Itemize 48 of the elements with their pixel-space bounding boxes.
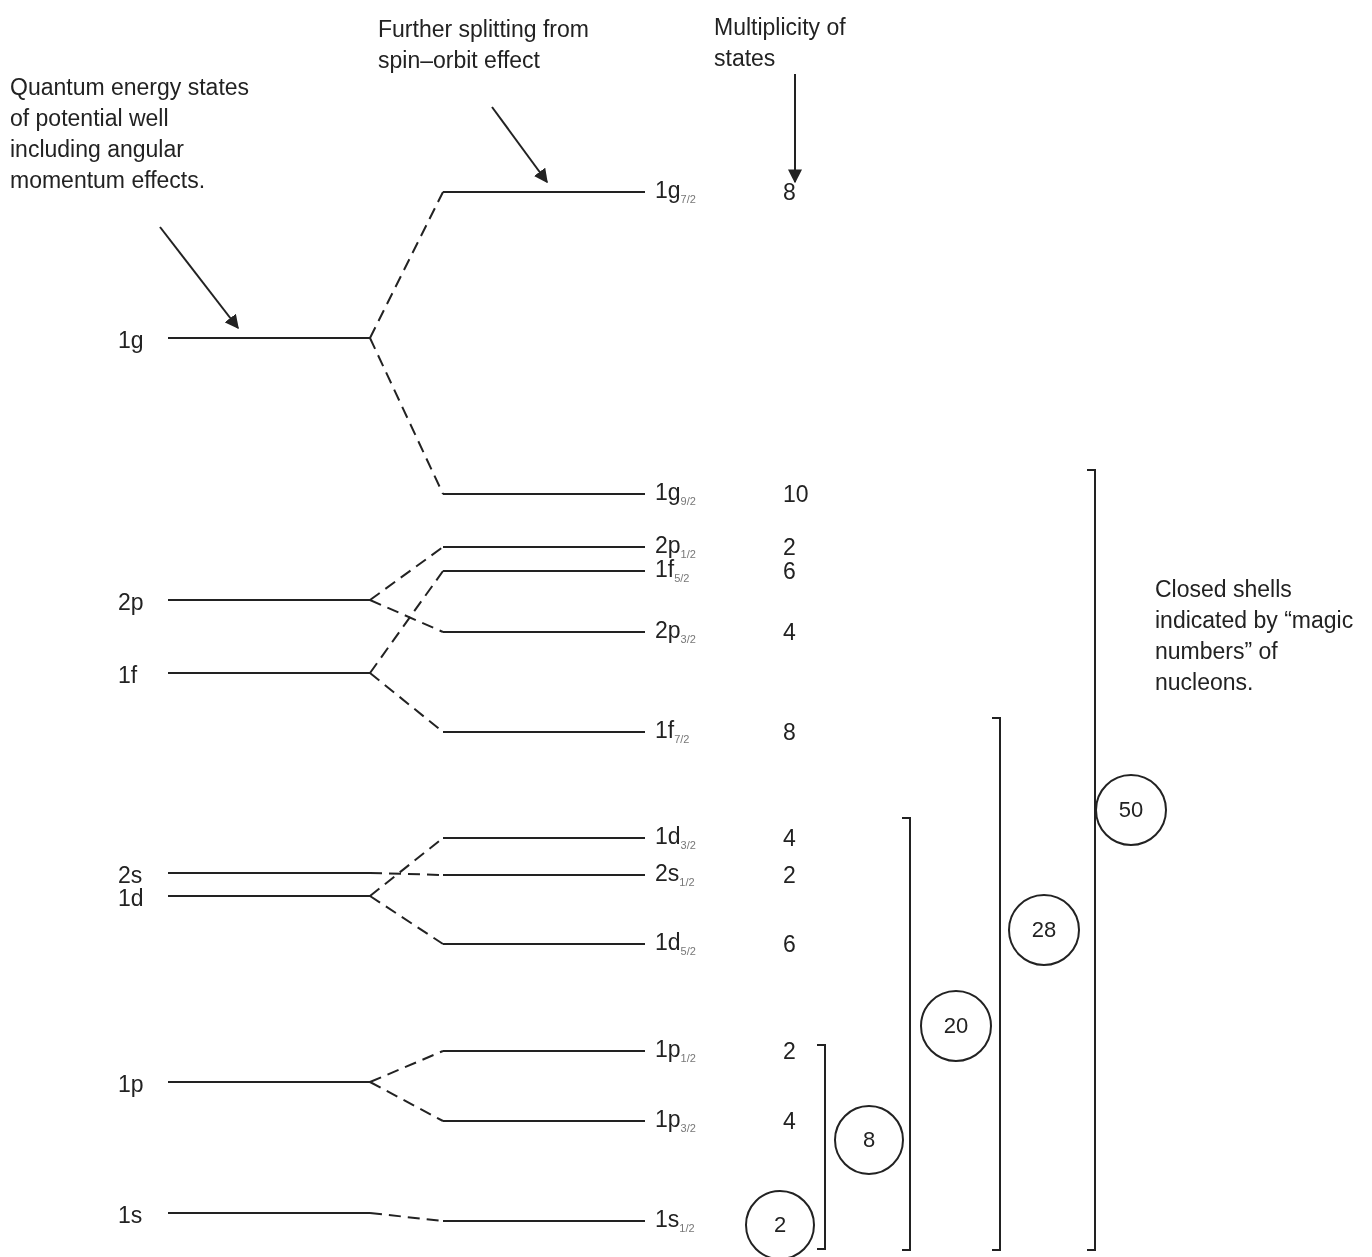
circled-number: 50 (1095, 774, 1167, 846)
level-label: 1p$_{1/2}$ (655, 1036, 696, 1067)
multiplicity-value: 4 (783, 1109, 796, 1133)
dashed-connector (369, 546, 444, 601)
level-label: 1s (118, 1202, 143, 1227)
multiplicity-value: 6 (783, 932, 796, 956)
level-label: 1f$_{7/2}$ (655, 717, 690, 748)
level-label: 1d$_{5/2}$ (655, 929, 696, 960)
level-label: 1g$_{7/2}$ (655, 177, 696, 208)
dashed-connector (369, 1081, 444, 1122)
circled-number: 28 (1008, 894, 1080, 966)
annotation-text: Multiplicity of states (714, 12, 864, 74)
level-label: 1p$_{3/2}$ (655, 1106, 696, 1137)
dashed-connector (369, 191, 444, 339)
multiplicity-value: 4 (783, 826, 796, 850)
level-label: 2p (118, 589, 144, 614)
level-label: 2s$_{1/2}$ (655, 860, 695, 891)
level-label: 1s$_{1/2}$ (655, 1206, 695, 1237)
multiplicity-value: 8 (783, 180, 796, 204)
dashed-connector (369, 570, 444, 674)
annotation-text: Further splitting from spin–orbit effect (378, 14, 593, 107)
level-label: 1p (118, 1071, 144, 1096)
multiplicity-value: 6 (783, 559, 796, 583)
note-text: Closed shells indicated by “magic numbers” of nucleons. (1155, 575, 1355, 697)
level-label: 1g$_{9/2}$ (655, 479, 696, 510)
level-label: 2p$_{3/2}$ (655, 617, 696, 648)
circled-number: 20 (920, 990, 992, 1062)
dashed-connector (369, 599, 444, 633)
multiplicity-value: 2 (783, 1039, 796, 1063)
multiplicity-value: 2 (783, 863, 796, 887)
multiplicity-value: 10 (783, 482, 809, 506)
multiplicity-value: 2 (783, 535, 796, 559)
level-label: 2s (118, 862, 143, 887)
multiplicity-value: 4 (783, 620, 796, 644)
level-label: 1d$_{3/2}$ (655, 823, 696, 854)
multiplicity-value: 8 (783, 720, 796, 744)
dashed-connector (369, 895, 444, 945)
leader-arrow (159, 226, 239, 330)
circled-number: 8 (834, 1105, 904, 1175)
circled-number: 2 (745, 1190, 815, 1257)
dashed-connector (369, 1050, 444, 1083)
leader-arrow (491, 106, 548, 184)
dashed-connector (369, 337, 444, 495)
level-label: 1g (118, 327, 144, 352)
level-label: 1f (118, 662, 138, 687)
level-label: 1d (118, 885, 144, 910)
annotation-text: Quantum energy states of potential well including angular momentum effects. (10, 72, 260, 227)
leader-arrow (788, 73, 802, 184)
